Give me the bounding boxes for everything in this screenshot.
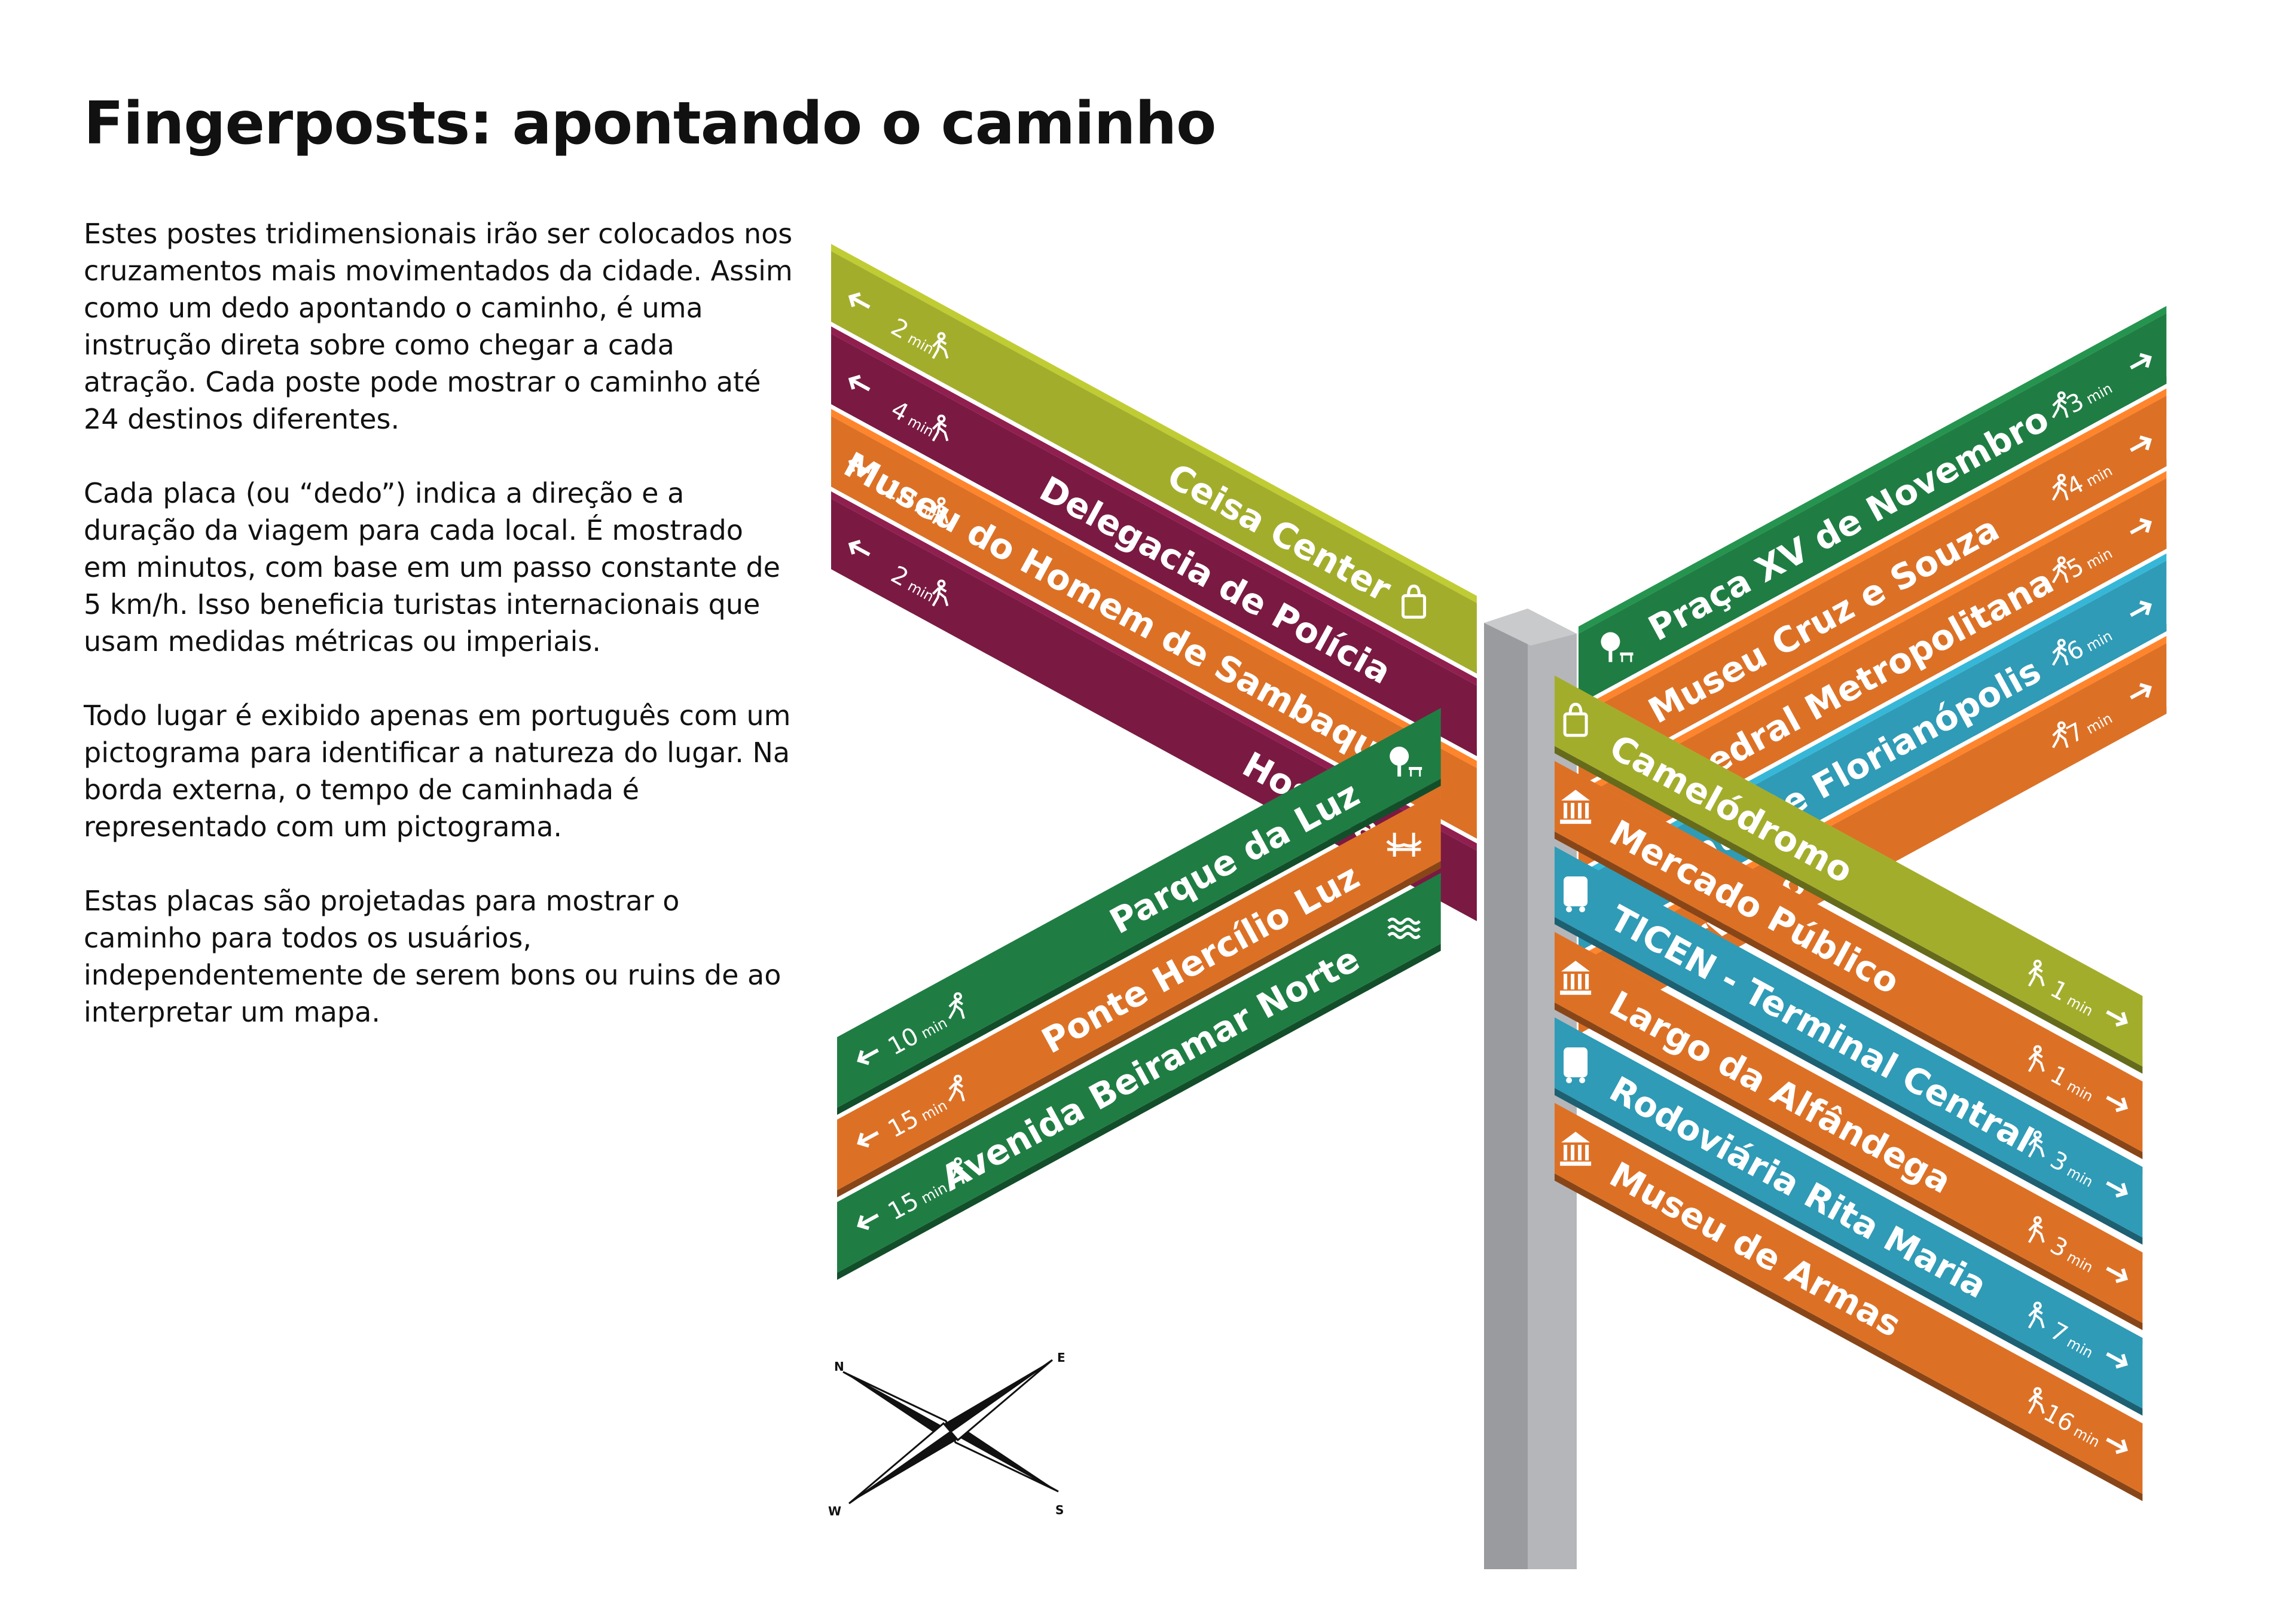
walking-person-icon	[2051, 721, 2069, 748]
museum-icon	[1560, 1132, 1592, 1166]
direction-arrow-icon	[2106, 1010, 2128, 1027]
walking-person-icon	[2051, 391, 2069, 418]
walking-person-icon	[2051, 556, 2069, 583]
direction-arrow-icon	[2106, 1181, 2128, 1198]
direction-arrow-icon	[2106, 1352, 2128, 1369]
walking-person-icon	[948, 1157, 965, 1184]
direction-arrow-icon	[2106, 1266, 2128, 1283]
direction-arrow-icon	[848, 540, 871, 557]
intro-paragraph-1: Estes postes tridimensionais irão ser co…	[84, 218, 793, 435]
intro-paragraph-3: Todo lugar é exibido apenas em português…	[84, 699, 791, 843]
bridge-icon	[1386, 833, 1422, 857]
museum-icon	[1560, 790, 1592, 824]
direction-arrow-icon	[2130, 600, 2152, 618]
page-title: Fingerposts: apontando o caminho	[84, 90, 1216, 158]
park-icon	[1601, 632, 1634, 662]
waves-icon	[1387, 918, 1421, 939]
park-icon	[1390, 747, 1422, 777]
direction-arrow-icon	[2130, 518, 2152, 535]
shopping-bag-icon	[1563, 702, 1588, 737]
walking-person-icon	[948, 992, 965, 1019]
bus-icon	[1564, 1047, 1588, 1084]
direction-arrow-icon	[857, 1049, 879, 1065]
direction-arrow-icon	[2130, 353, 2152, 370]
walking-person-icon	[2028, 1216, 2045, 1243]
intro-paragraph-2: Cada placa (ou “dedo”) indica a direção …	[84, 477, 780, 658]
intro-text: Estes postes tridimensionais irão ser co…	[84, 215, 795, 1068]
shopping-bag-icon	[1402, 584, 1427, 619]
bus-icon	[1564, 876, 1588, 913]
intro-paragraph-4: Estas placas são projetadas para mostrar…	[84, 885, 781, 1028]
direction-arrow-icon	[848, 375, 871, 392]
walking-person-icon	[2028, 1387, 2045, 1414]
direction-arrow-icon	[2130, 435, 2152, 453]
walking-person-icon	[2051, 473, 2069, 501]
compass-rose: N E S W	[828, 1350, 1065, 1518]
walking-person-icon	[2028, 959, 2045, 987]
compass-w: W	[828, 1504, 841, 1518]
direction-arrow-icon	[2130, 683, 2152, 700]
walking-person-icon	[932, 332, 949, 359]
compass-e: E	[1057, 1350, 1065, 1365]
direction-arrow-icon	[857, 1214, 879, 1230]
direction-arrow-icon	[848, 457, 871, 474]
direction-arrow-icon	[2106, 1437, 2128, 1454]
compass-s: S	[1055, 1503, 1064, 1517]
walking-person-icon	[932, 414, 949, 442]
compass-n: N	[834, 1359, 844, 1374]
walking-person-icon	[2028, 1301, 2045, 1329]
walking-person-icon	[2028, 1130, 2045, 1158]
walking-person-icon	[932, 497, 949, 524]
walking-person-icon	[2051, 638, 2069, 666]
direction-arrow-icon	[2106, 1095, 2128, 1112]
walking-person-icon	[2028, 1045, 2045, 1072]
walking-person-icon	[948, 1074, 965, 1102]
museum-icon	[1560, 961, 1592, 995]
direction-arrow-icon	[848, 292, 871, 309]
direction-arrow-icon	[857, 1131, 879, 1148]
walking-person-icon	[932, 579, 949, 607]
